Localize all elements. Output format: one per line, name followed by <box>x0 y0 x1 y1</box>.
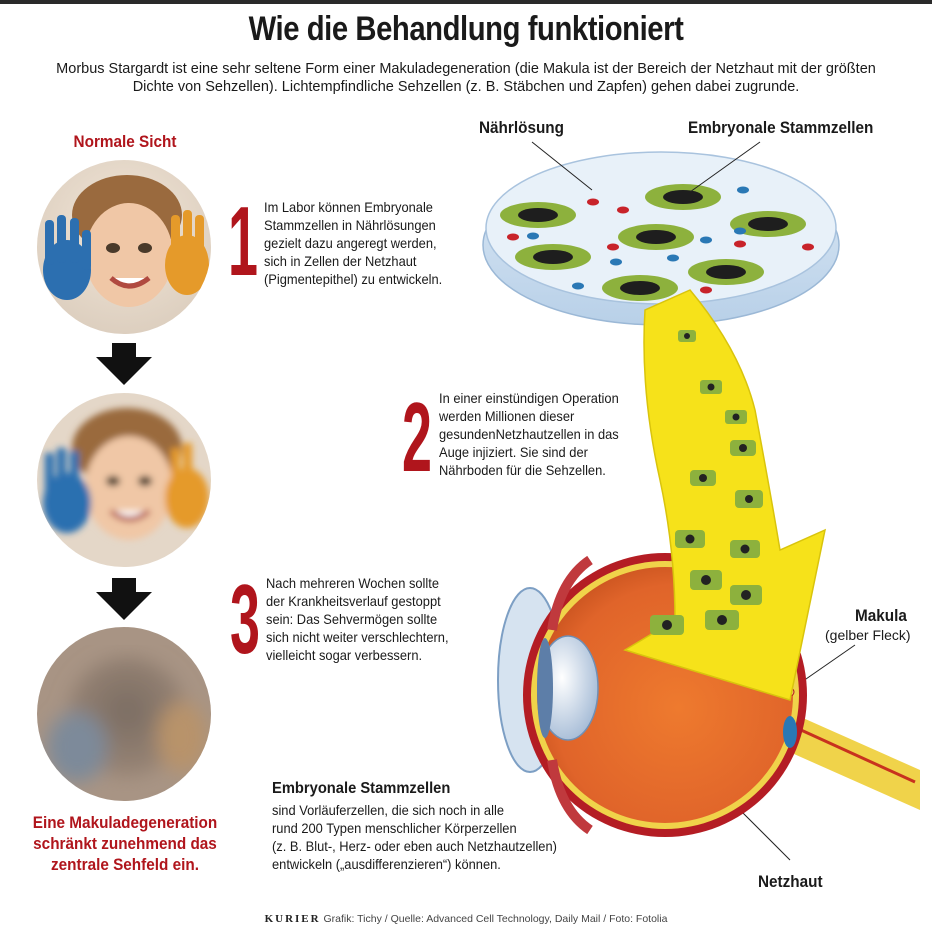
info-line: (z. B. Blut-, Herz- oder eben auch Netzh… <box>272 838 557 854</box>
step-line: sein: Das Sehvermögen sollte <box>266 611 438 627</box>
step-line: der Krankheitsverlauf gestoppt <box>266 593 441 609</box>
brand-logo: KURIER <box>264 913 321 925</box>
label-netzhaut: Netzhaut <box>758 872 823 891</box>
step-line: Nach mehreren Wochen sollte <box>266 575 440 591</box>
injection-arrow <box>623 289 827 701</box>
photo-child-degenerated <box>37 627 211 801</box>
info-line: sind Vorläuferzellen, die sich noch in a… <box>272 802 504 818</box>
degeneration-caption: Eine Makuladegeneration schränkt zunehme… <box>22 812 229 875</box>
caption-line: Eine Makuladegeneration <box>32 813 218 832</box>
arrow-down-icon <box>96 578 152 620</box>
step-line: Im Labor können Embryonale <box>264 199 433 215</box>
step-3-number: 3 <box>230 564 260 674</box>
credits: Grafik: Tichy / Quelle: Advanced Cell Te… <box>323 913 668 925</box>
normal-vision-heading: Normale Sicht <box>73 132 177 151</box>
step-line: In einer einstündigen Operation <box>439 390 619 406</box>
step-line: Auge injiziert. Sie sind der <box>439 444 588 460</box>
info-title: Embryonale Stammzellen <box>272 780 451 797</box>
step-2-number: 2 <box>402 382 432 492</box>
step-1-text: Im Labor können Embryonale Stammzellen i… <box>264 198 485 288</box>
footer: KURIER Grafik: Tichy / Quelle: Advanced … <box>0 913 932 925</box>
retina-cell <box>650 330 763 635</box>
step-line: gezielt dazu angeregt werden, <box>264 235 437 251</box>
step-line: sich in Zellen der Netzhaut <box>264 253 417 269</box>
intro-line-2: Dichte von Sehzellen). Lichtempfindliche… <box>132 79 800 95</box>
step-line: werden Millionen dieser <box>439 408 575 424</box>
intro-text: Morbus Stargardt ist eine sehr seltene F… <box>20 60 912 96</box>
intro-line-1: Morbus Stargardt ist eine sehr seltene F… <box>56 61 876 77</box>
caption-line: schränkt zunehmend das <box>33 834 217 853</box>
top-rule <box>0 0 932 4</box>
info-line: entwickeln („ausdifferenzieren“) können. <box>272 856 501 872</box>
step-3-text: Nach mehreren Wochen sollte der Krankhei… <box>266 574 496 664</box>
info-text: sind Vorläuferzellen, die sich noch in a… <box>272 801 566 873</box>
label-stammzellen: Embryonale Stammzellen <box>688 118 874 137</box>
step-line: (Pigmentepithel) zu entwickeln. <box>264 271 443 287</box>
step-line: vielleicht sogar verbessern. <box>266 647 423 663</box>
stem-cell-colony <box>500 184 806 301</box>
photo-child-blurred <box>37 393 211 567</box>
step-2-text: In einer einstündigen Operation werden M… <box>439 389 660 479</box>
arrow-down-icon <box>96 343 152 385</box>
step-line: gesundenNetzhautzellen in das <box>439 426 619 442</box>
step-line: sich nicht weiter verschlechtern, <box>266 629 449 645</box>
step-line: Nährboden für die Sehzellen. <box>439 462 606 478</box>
label-makula-sub: (gelber Fleck) <box>825 627 911 643</box>
label-naehrloesung: Nährlösung <box>479 118 565 137</box>
optic-nerve <box>785 710 920 810</box>
label-makula: Makula <box>855 606 907 625</box>
info-line: rund 200 Typen menschlicher Körperzellen <box>272 820 517 836</box>
step-1-number: 1 <box>228 186 258 296</box>
step-line: Stammzellen in Nährlösungen <box>264 217 436 233</box>
page-title: Wie die Behandlung funktioniert <box>248 10 684 48</box>
photo-child-sharp <box>37 160 211 334</box>
caption-line: zentrale Sehfeld ein. <box>51 855 199 874</box>
